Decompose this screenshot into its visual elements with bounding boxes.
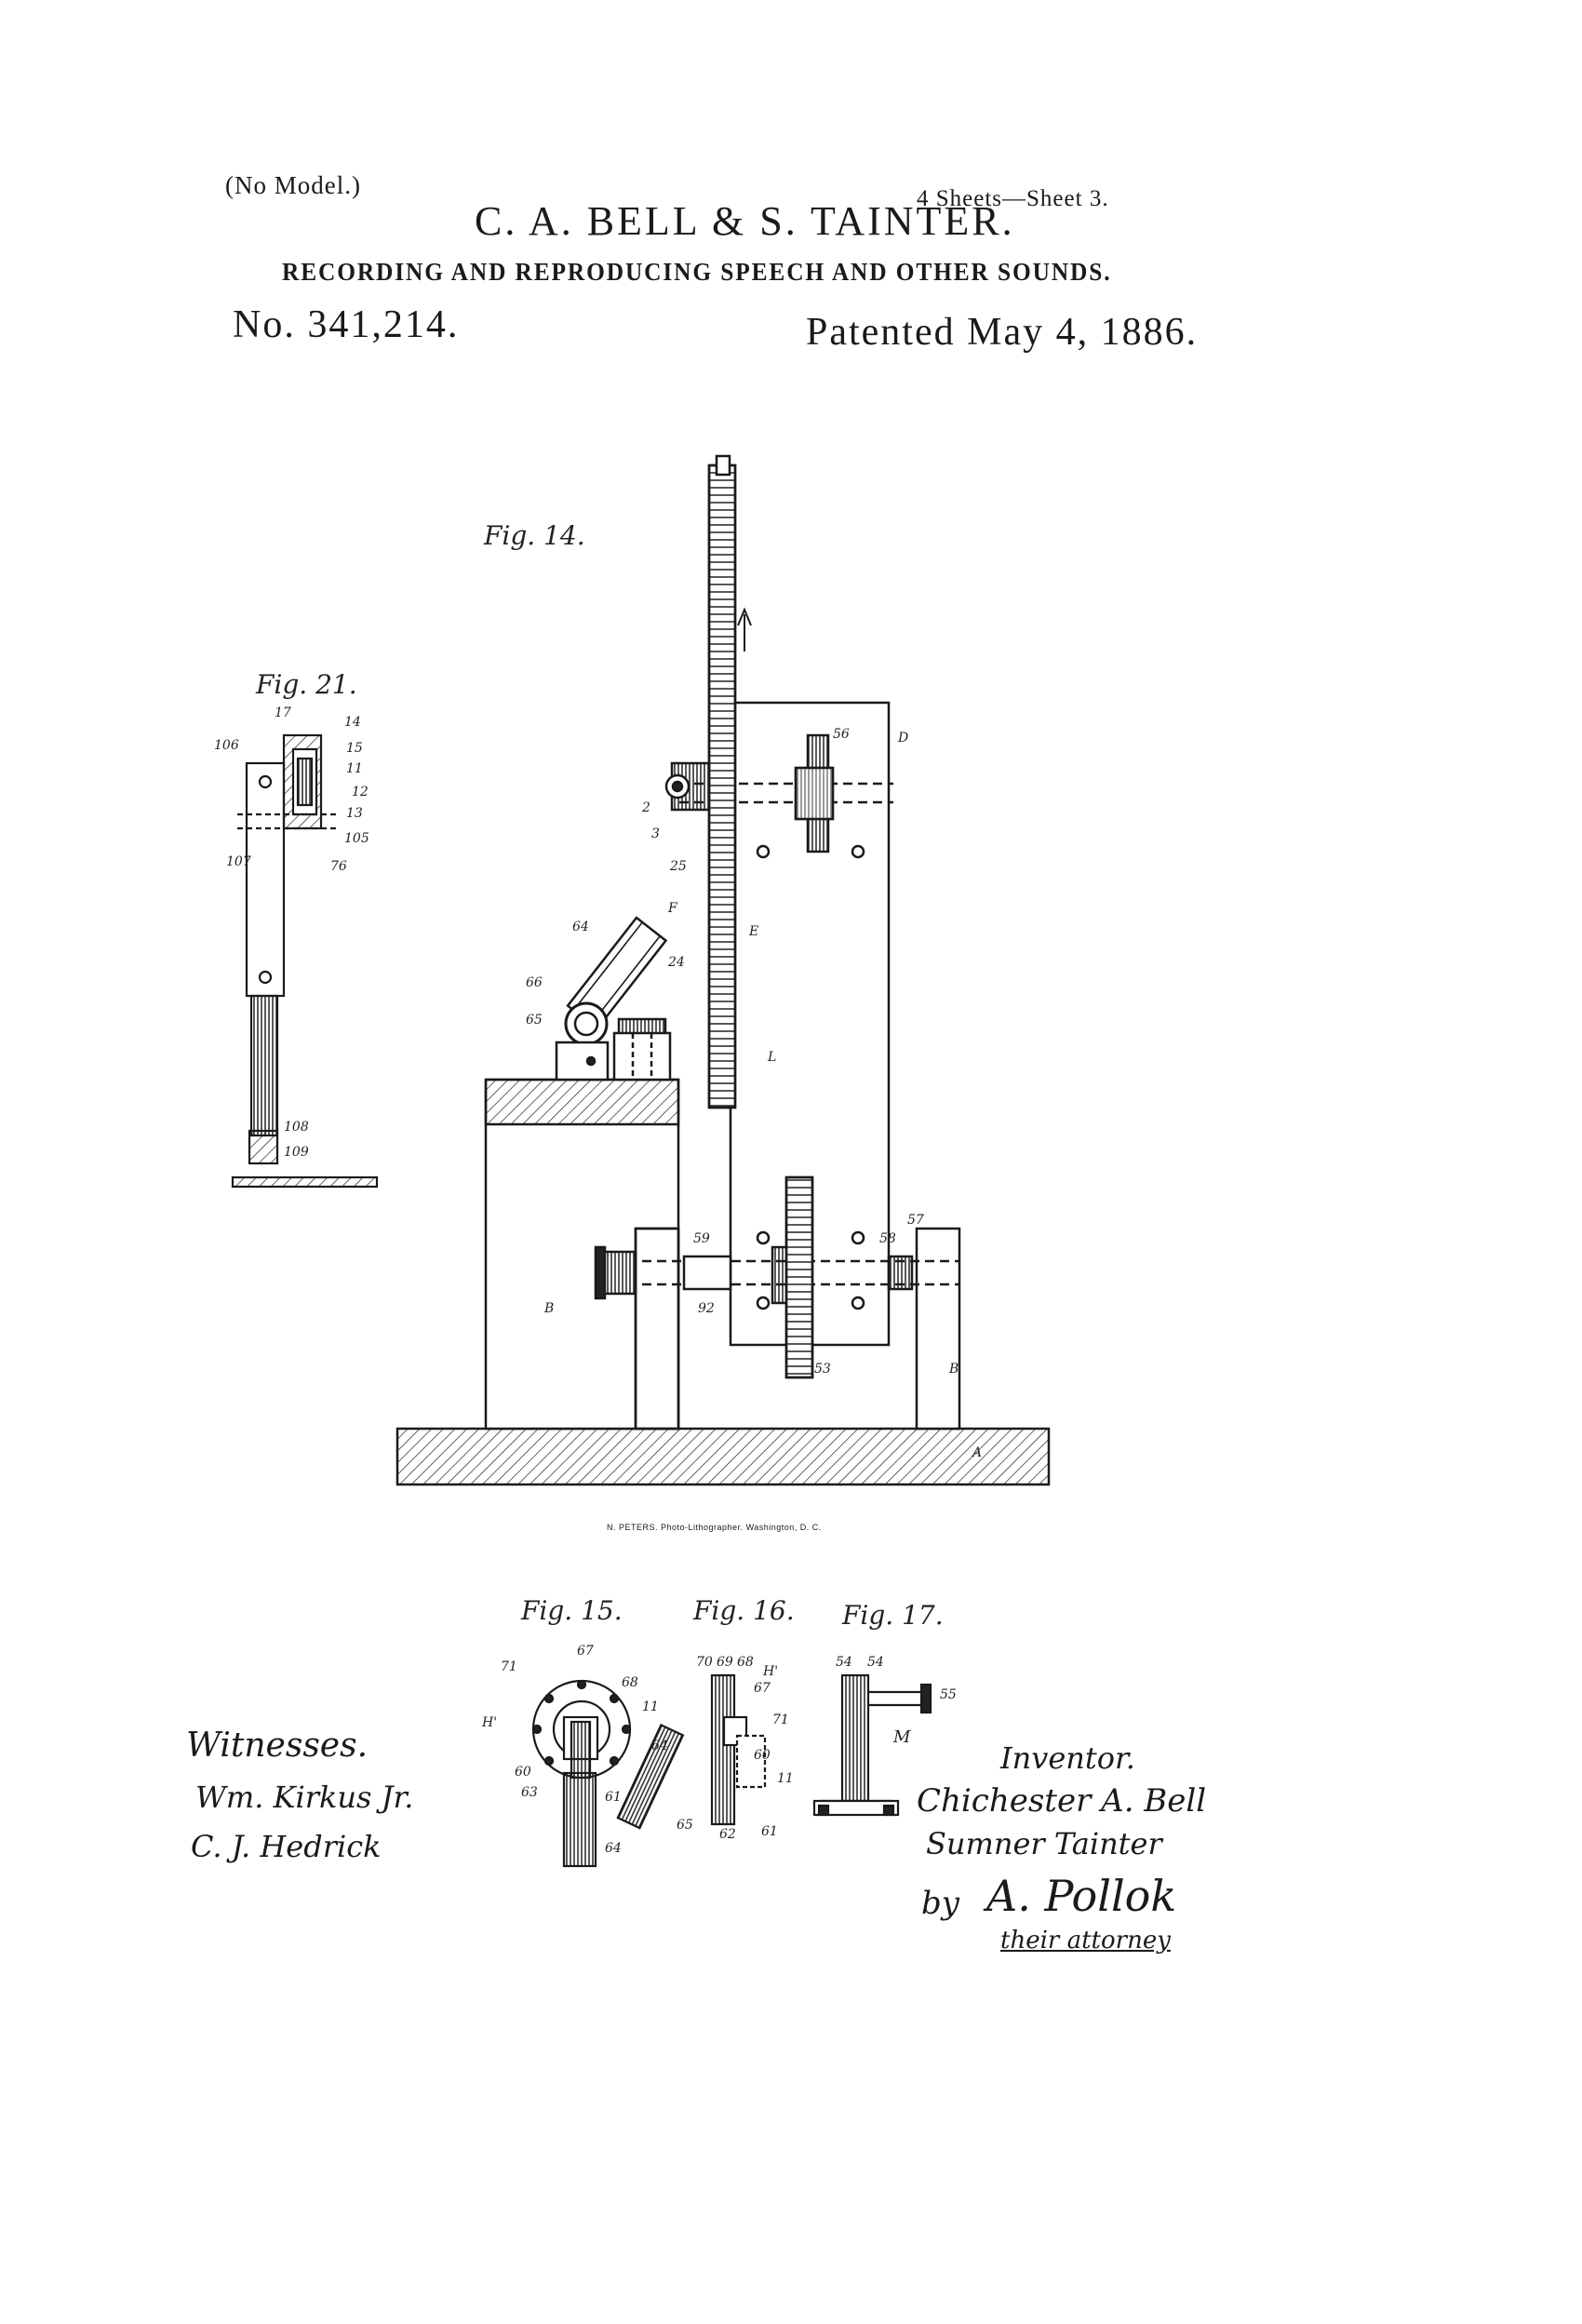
ref-label: 11: [346, 761, 363, 776]
patent-number: No. 341,214.: [233, 303, 460, 346]
ref-label: 15: [346, 741, 363, 756]
ref-label: B: [543, 1301, 554, 1316]
ref-label: 109: [284, 1145, 309, 1160]
ref-label: 68: [737, 1655, 754, 1670]
ref-label: 92: [698, 1301, 715, 1316]
base-plate: [396, 1427, 1051, 1486]
fig14-reference-labels: 2 3 25 56 D F E 24 64 66 65 L 59 58 57 9…: [526, 727, 982, 1460]
ref-label: 55: [940, 1687, 957, 1702]
ref-label: H': [481, 1715, 497, 1730]
inventor-signature: Chichester A. Bell: [917, 1782, 1207, 1820]
figure-16: [616, 1673, 767, 1830]
ref-label: 67: [754, 1681, 771, 1696]
inventor-signature: Sumner Tainter: [926, 1826, 1162, 1861]
lower-gear: [784, 1175, 814, 1379]
witnesses-heading: Witnesses.: [186, 1726, 369, 1765]
ref-label: 57: [907, 1213, 924, 1228]
witness-signature: C. J. Hedrick: [191, 1829, 382, 1864]
ref-label: 64: [572, 920, 589, 934]
ref-label: 71: [772, 1713, 789, 1727]
fig15-label: Fig. 15.: [520, 1595, 623, 1626]
ref-label: 69: [717, 1655, 733, 1670]
ref-label: 106: [214, 738, 239, 753]
fig14-label: Fig. 14.: [483, 520, 585, 551]
fig21-label: Fig. 21.: [255, 669, 357, 700]
ref-label: 64: [651, 1739, 668, 1753]
ref-label: 53: [814, 1362, 831, 1377]
ref-label: 63: [521, 1785, 538, 1800]
ref-label: 65: [526, 1013, 543, 1028]
sheet-number: 4 Sheets—Sheet 3.: [917, 186, 1109, 211]
ref-label: 61: [761, 1824, 778, 1839]
ref-label: 12: [352, 785, 369, 799]
ref-label: 76: [330, 859, 347, 874]
patent-date: Patented May 4, 1886.: [806, 311, 1199, 354]
ref-label: 62: [719, 1827, 736, 1842]
no-model-note: (No Model.): [225, 171, 361, 199]
ref-label: 64: [605, 1841, 622, 1856]
fig17-label: Fig. 17.: [841, 1600, 944, 1631]
fig16-label: Fig. 16.: [692, 1595, 795, 1626]
ref-label: 71: [501, 1659, 517, 1674]
ref-label: 56: [833, 727, 850, 742]
attorney-role: their attorney: [1000, 1927, 1171, 1955]
ref-label: 11: [642, 1699, 659, 1714]
ref-label: 25: [669, 859, 687, 874]
toothed-rack: [707, 463, 737, 1109]
ref-label: 65: [677, 1818, 693, 1833]
ref-label: 11: [777, 1771, 794, 1786]
ref-label: 66: [526, 975, 543, 990]
figure-21: [231, 733, 379, 1189]
ref-label: 13: [346, 806, 363, 821]
by-word: by: [921, 1885, 959, 1922]
right-support-post: [915, 1227, 961, 1431]
ref-label: 67: [577, 1644, 594, 1659]
ref-label: 107: [226, 854, 251, 869]
ref-label: D: [897, 731, 908, 746]
ref-label: 54: [867, 1655, 884, 1670]
ref-label: 108: [284, 1120, 309, 1135]
ref-label: M: [892, 1727, 911, 1747]
ref-label: 54: [836, 1655, 852, 1670]
inventors-heading: C. A. BELL & S. TAINTER.: [475, 198, 1015, 244]
patent-title: RECORDING AND REPRODUCING SPEECH AND OTH…: [282, 258, 1112, 286]
figure-17: [812, 1673, 932, 1817]
ref-label: 60: [515, 1765, 531, 1780]
ref-label: 70: [696, 1655, 713, 1670]
fig16-reference-labels: 70 69 68 H' 67 71 64 60 11 65 62 61: [651, 1655, 794, 1842]
ref-label: 2: [641, 800, 650, 815]
inventor-heading: Inventor.: [1000, 1740, 1135, 1776]
ref-label: E: [748, 924, 758, 939]
ref-label: A: [971, 1445, 982, 1460]
figure-14: [396, 454, 1051, 1486]
ref-label: H': [762, 1664, 778, 1679]
ref-label: 61: [605, 1790, 622, 1805]
ref-label: 58: [879, 1231, 896, 1246]
figure-15: [531, 1679, 632, 1868]
ref-label: L: [767, 1050, 776, 1065]
ref-label: 14: [344, 715, 361, 730]
fig21-reference-labels: 17 14 15 11 12 13 105 76 106 107 108 109: [214, 705, 369, 1160]
fig15-reference-labels: 71 67 68 H' 11 60 63 61 64: [481, 1644, 659, 1856]
ref-label: 3: [651, 826, 660, 841]
ref-label: 60: [754, 1748, 771, 1763]
printer-credit: N. PETERS. Photo-Lithographer. Washingto…: [607, 1523, 822, 1532]
ref-label: B: [948, 1362, 959, 1377]
witness-signature: Wm. Kirkus Jr.: [195, 1780, 414, 1815]
ref-label: 59: [693, 1231, 710, 1246]
attorney-signature: A. Pollok: [986, 1871, 1177, 1921]
fig17-reference-labels: 54 54 55 M: [836, 1655, 957, 1747]
ref-label: 17: [275, 705, 291, 720]
ref-label: 68: [622, 1675, 638, 1690]
ref-label: 24: [667, 955, 685, 970]
ref-label: F: [667, 901, 678, 916]
ref-label: 105: [344, 831, 369, 846]
